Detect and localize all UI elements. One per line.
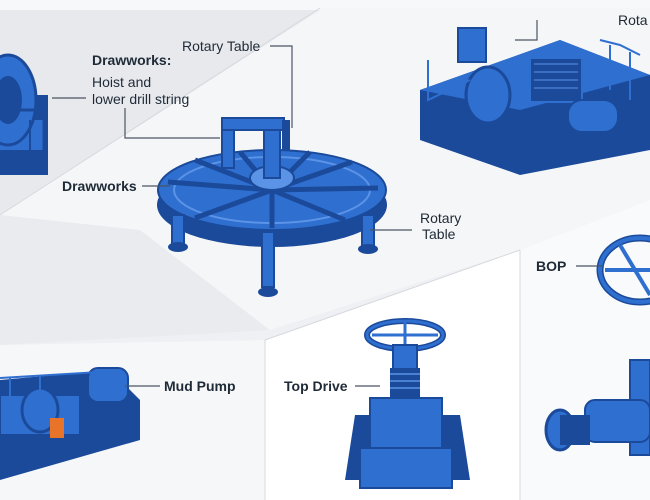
leader-rotary-topright (515, 20, 538, 41)
label-top-drive: Top Drive (284, 378, 348, 394)
mud-pump-unit (0, 367, 140, 480)
label-drawworks-description-line1: Hoist and (92, 74, 152, 90)
label-drawworks-heading: Drawworks: (92, 52, 172, 68)
label-rotary-table-right-line2: Table (422, 226, 456, 242)
rotary-unit-topright (420, 27, 650, 175)
label-rotary-table-right-line1: Rotary (420, 210, 462, 226)
top-drive-unit (345, 318, 470, 489)
rotary-table-center (157, 117, 387, 297)
label-mud-pump: Mud Pump (164, 378, 236, 394)
label-rotary-table-top: Rotary Table (182, 38, 261, 54)
leader-rotary-table-top (270, 45, 293, 128)
label-drawworks-description-line2: lower drill string (92, 91, 190, 107)
label-drawworks-left: Drawworks (62, 178, 137, 194)
label-rotary-table-topright: Rota (618, 12, 648, 28)
label-bop: BOP (536, 258, 567, 274)
drawworks-unit-topleft (0, 53, 48, 175)
bop-unit (544, 234, 650, 456)
leader-lines (52, 20, 602, 387)
leader-drawworks-description (124, 108, 220, 139)
